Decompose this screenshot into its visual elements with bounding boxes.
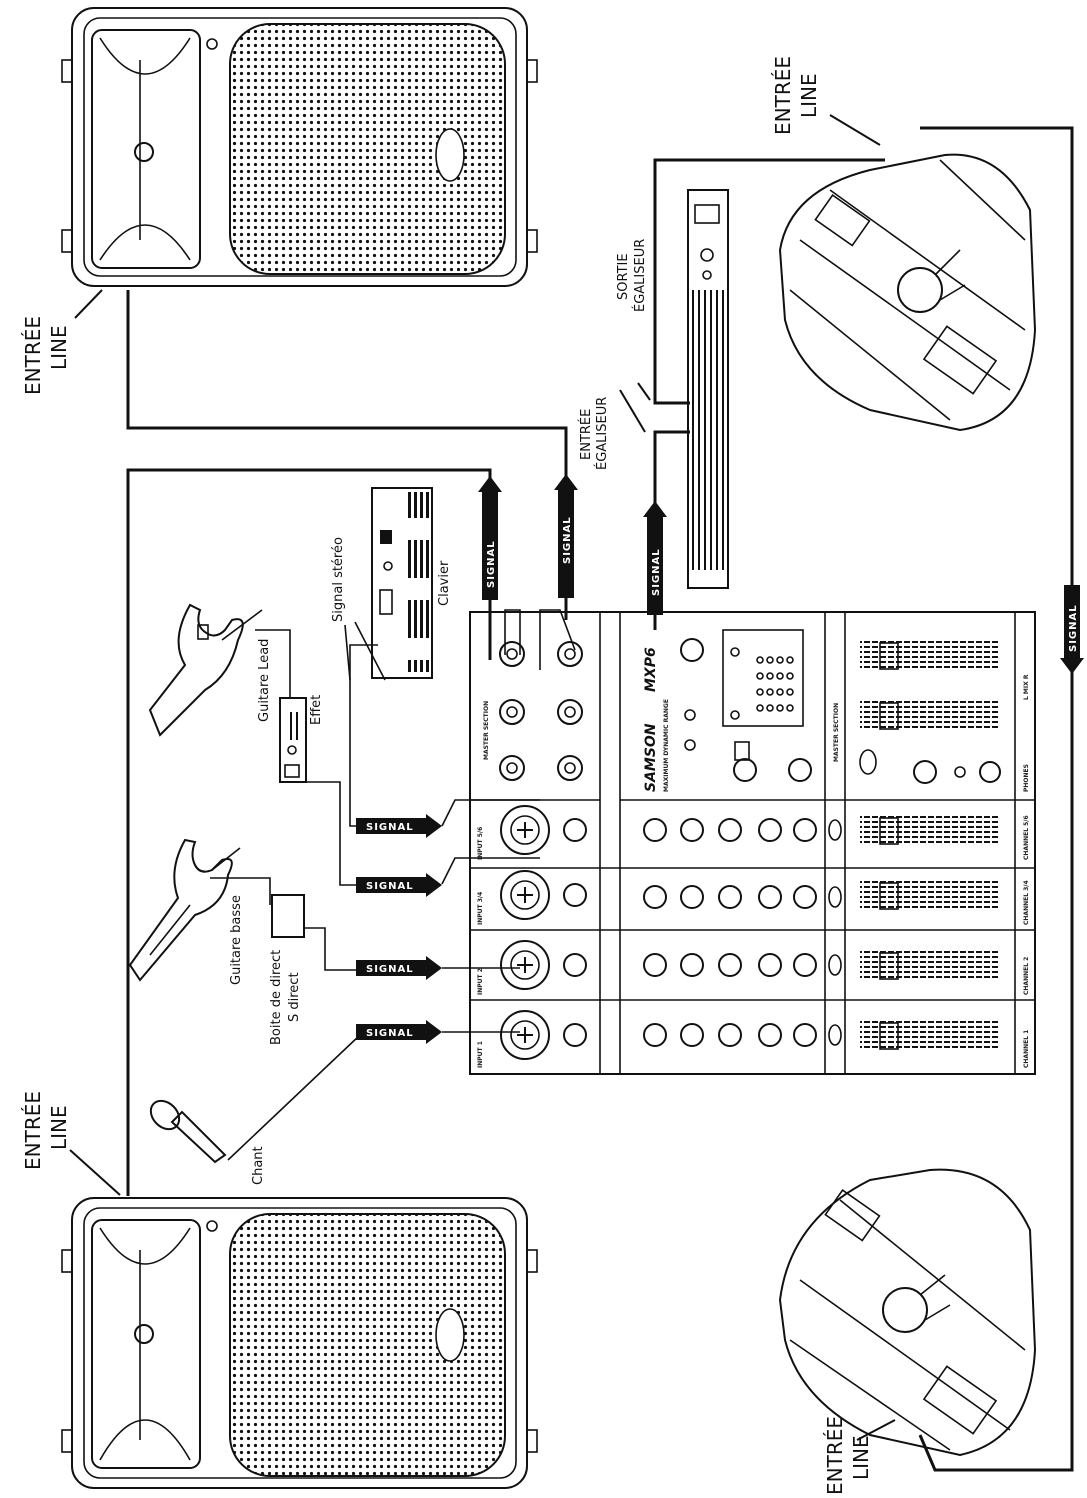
signal-arrow-mic: SIGNAL (356, 1020, 442, 1044)
channel-3-4-label: CHANNEL 3/4 (1023, 880, 1030, 925)
monitor-bottom-right (778, 1168, 1037, 1457)
signal-arrow-up-eq: SIGNAL (643, 501, 667, 615)
entree-line-label-1a: ENTRÉE (21, 316, 45, 395)
entree-line-label-3a: ENTRÉE (771, 56, 795, 135)
graphic-equalizer (687, 189, 729, 589)
entree-egaliseur-label-a: ENTRÉE (578, 409, 594, 460)
signal-arrow-keyboard: SIGNAL (356, 814, 442, 838)
entree-line-label-2a: ENTRÉE (21, 1091, 45, 1170)
entree-line-label-4b: LINE (849, 1435, 873, 1480)
input-connectors: INPUT 1 INPUT 2 INPUT 3/4 INPUT 5/6 (477, 805, 587, 1068)
master-section-label: MASTER SECTION (483, 701, 490, 760)
signal-label: SIGNAL (1068, 604, 1079, 652)
speaker-bottom-left (61, 1197, 538, 1489)
input-3-4-label: INPUT 3/4 (477, 892, 484, 925)
input-1-label: INPUT 1 (477, 1041, 484, 1068)
signal-label: SIGNAL (366, 881, 414, 892)
effet-label: Effet (309, 695, 324, 725)
direct-box (271, 894, 305, 938)
microphone (149, 1099, 227, 1164)
mixer-model: MXP6 (643, 647, 659, 692)
signal-arrow-down-right: SIGNAL (1060, 585, 1084, 674)
signal-label: SIGNAL (366, 822, 414, 833)
signal-arrow-effect: SIGNAL (356, 873, 442, 897)
entree-line-label-1b: LINE (47, 325, 71, 370)
lead-guitar (148, 603, 263, 737)
signal-label: SIGNAL (562, 516, 573, 564)
sortie-egaliseur-label-b: ÉGALISEUR (632, 239, 648, 312)
entree-line-label-4a: ENTRÉE (823, 1416, 847, 1495)
mixer-tagline: MAXIMUM DYNAMIC RANGE (663, 699, 670, 792)
speaker-top-left (61, 7, 538, 287)
boite-direct-label-b: S direct (287, 972, 302, 1022)
signal-arrow-up-left: SIGNAL (478, 476, 502, 600)
bass-guitar (128, 838, 241, 982)
keyboard (371, 487, 433, 679)
entree-line-label-2b: LINE (47, 1105, 71, 1150)
master-knobs (680, 629, 812, 782)
signal-arrow-bass: SIGNAL (356, 956, 442, 980)
mixer: MASTER SECTION INPUT 1 INPUT 2 INPUT 3/4… (469, 611, 1036, 1075)
signal-arrow-up-mid: SIGNAL (554, 474, 578, 598)
signal-label: SIGNAL (651, 548, 662, 596)
guitare-lead-label: Guitare Lead (257, 639, 272, 722)
channel-knobs (643, 818, 842, 1047)
effect-pedal (279, 697, 307, 783)
master-section-label-2: MASTER SECTION (833, 703, 840, 762)
signal-label: SIGNAL (366, 964, 414, 975)
labels: ENTRÉE LINE ENTRÉE LINE ENTRÉE LINE ENTR… (21, 56, 873, 1495)
signal-arrows: SIGNAL SIGNAL SIGNAL SIGNAL SIGNAL SIGNA… (356, 474, 1084, 1044)
entree-egaliseur-label-b: ÉGALISEUR (594, 397, 610, 470)
boite-direct-label-a: Boite de direct (269, 950, 284, 1045)
channel-1-label: CHANNEL 1 (1023, 1030, 1030, 1068)
guitare-basse-label: Guitare basse (229, 895, 244, 985)
entree-line-label-3b: LINE (797, 73, 821, 118)
signal-stereo-label: Signal stéréo (331, 537, 346, 622)
channel-faders (859, 640, 1001, 1050)
input-5-6-label: INPUT 5/6 (477, 827, 484, 860)
monitor-top-right (778, 153, 1037, 432)
master-jacks: MASTER SECTION (483, 641, 583, 781)
mixer-brand: SAMSON (643, 723, 659, 792)
signal-label: SIGNAL (366, 1028, 414, 1039)
signal-label: SIGNAL (486, 540, 497, 588)
mix-lr-label: L MIX R (1023, 674, 1030, 700)
chant-label: Chant (251, 1146, 266, 1185)
input-2-label: INPUT 2 (477, 968, 484, 995)
channel-5-6-label: CHANNEL 5/6 (1023, 815, 1030, 860)
phones-label: PHONES (1023, 764, 1030, 792)
sortie-egaliseur-label-a: SORTIE (616, 253, 631, 300)
channel-2-label: CHANNEL 2 (1023, 957, 1030, 995)
clavier-label: Clavier (437, 560, 452, 606)
